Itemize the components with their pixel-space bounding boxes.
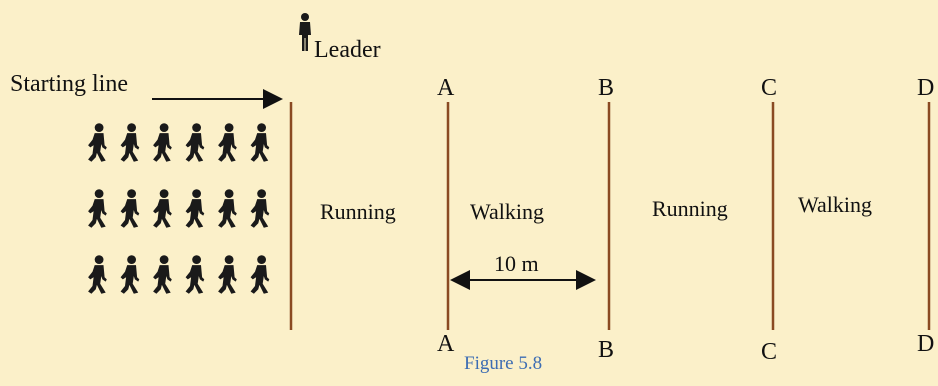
label-c-top: C: [761, 75, 778, 101]
runner-icon: [120, 123, 140, 162]
runner-icon: [88, 189, 107, 228]
label-d-bottom: D: [917, 331, 935, 357]
label-b-bottom: B: [598, 337, 615, 363]
runner-icon: [185, 255, 205, 294]
runner-icon: [120, 255, 140, 294]
runner-icon: [88, 255, 107, 294]
runner-icon: [250, 123, 270, 162]
label-b-top: B: [598, 75, 615, 101]
figure-caption: Figure 5.8: [464, 353, 543, 374]
runner-icon: [250, 255, 270, 294]
label-d-top: D: [917, 75, 935, 101]
runner-icon: [88, 123, 107, 162]
runner-icon: [153, 189, 172, 228]
zone-running-2: Running: [652, 196, 728, 221]
leader-label: Leader: [314, 37, 381, 63]
runner-icon: [218, 189, 237, 228]
runner-icon: [218, 255, 237, 294]
zone-walking-2: Walking: [798, 192, 872, 217]
runner-icon: [120, 189, 140, 228]
runner-icon: [153, 255, 172, 294]
distance-label: 10 m: [494, 251, 539, 276]
label-a-bottom: A: [437, 331, 455, 357]
runner-icon: [250, 189, 270, 228]
runner-icon: [218, 123, 237, 162]
label-a-top: A: [437, 75, 455, 101]
runner-icon: [185, 123, 205, 162]
starting-line-label: Starting line: [10, 71, 128, 97]
runner-group: [88, 123, 270, 294]
leader-icon: [299, 13, 311, 51]
runner-icon: [185, 189, 205, 228]
zone-running-1: Running: [320, 199, 396, 224]
zone-walking-1: Walking: [470, 199, 544, 224]
label-c-bottom: C: [761, 339, 778, 365]
runner-icon: [153, 123, 172, 162]
